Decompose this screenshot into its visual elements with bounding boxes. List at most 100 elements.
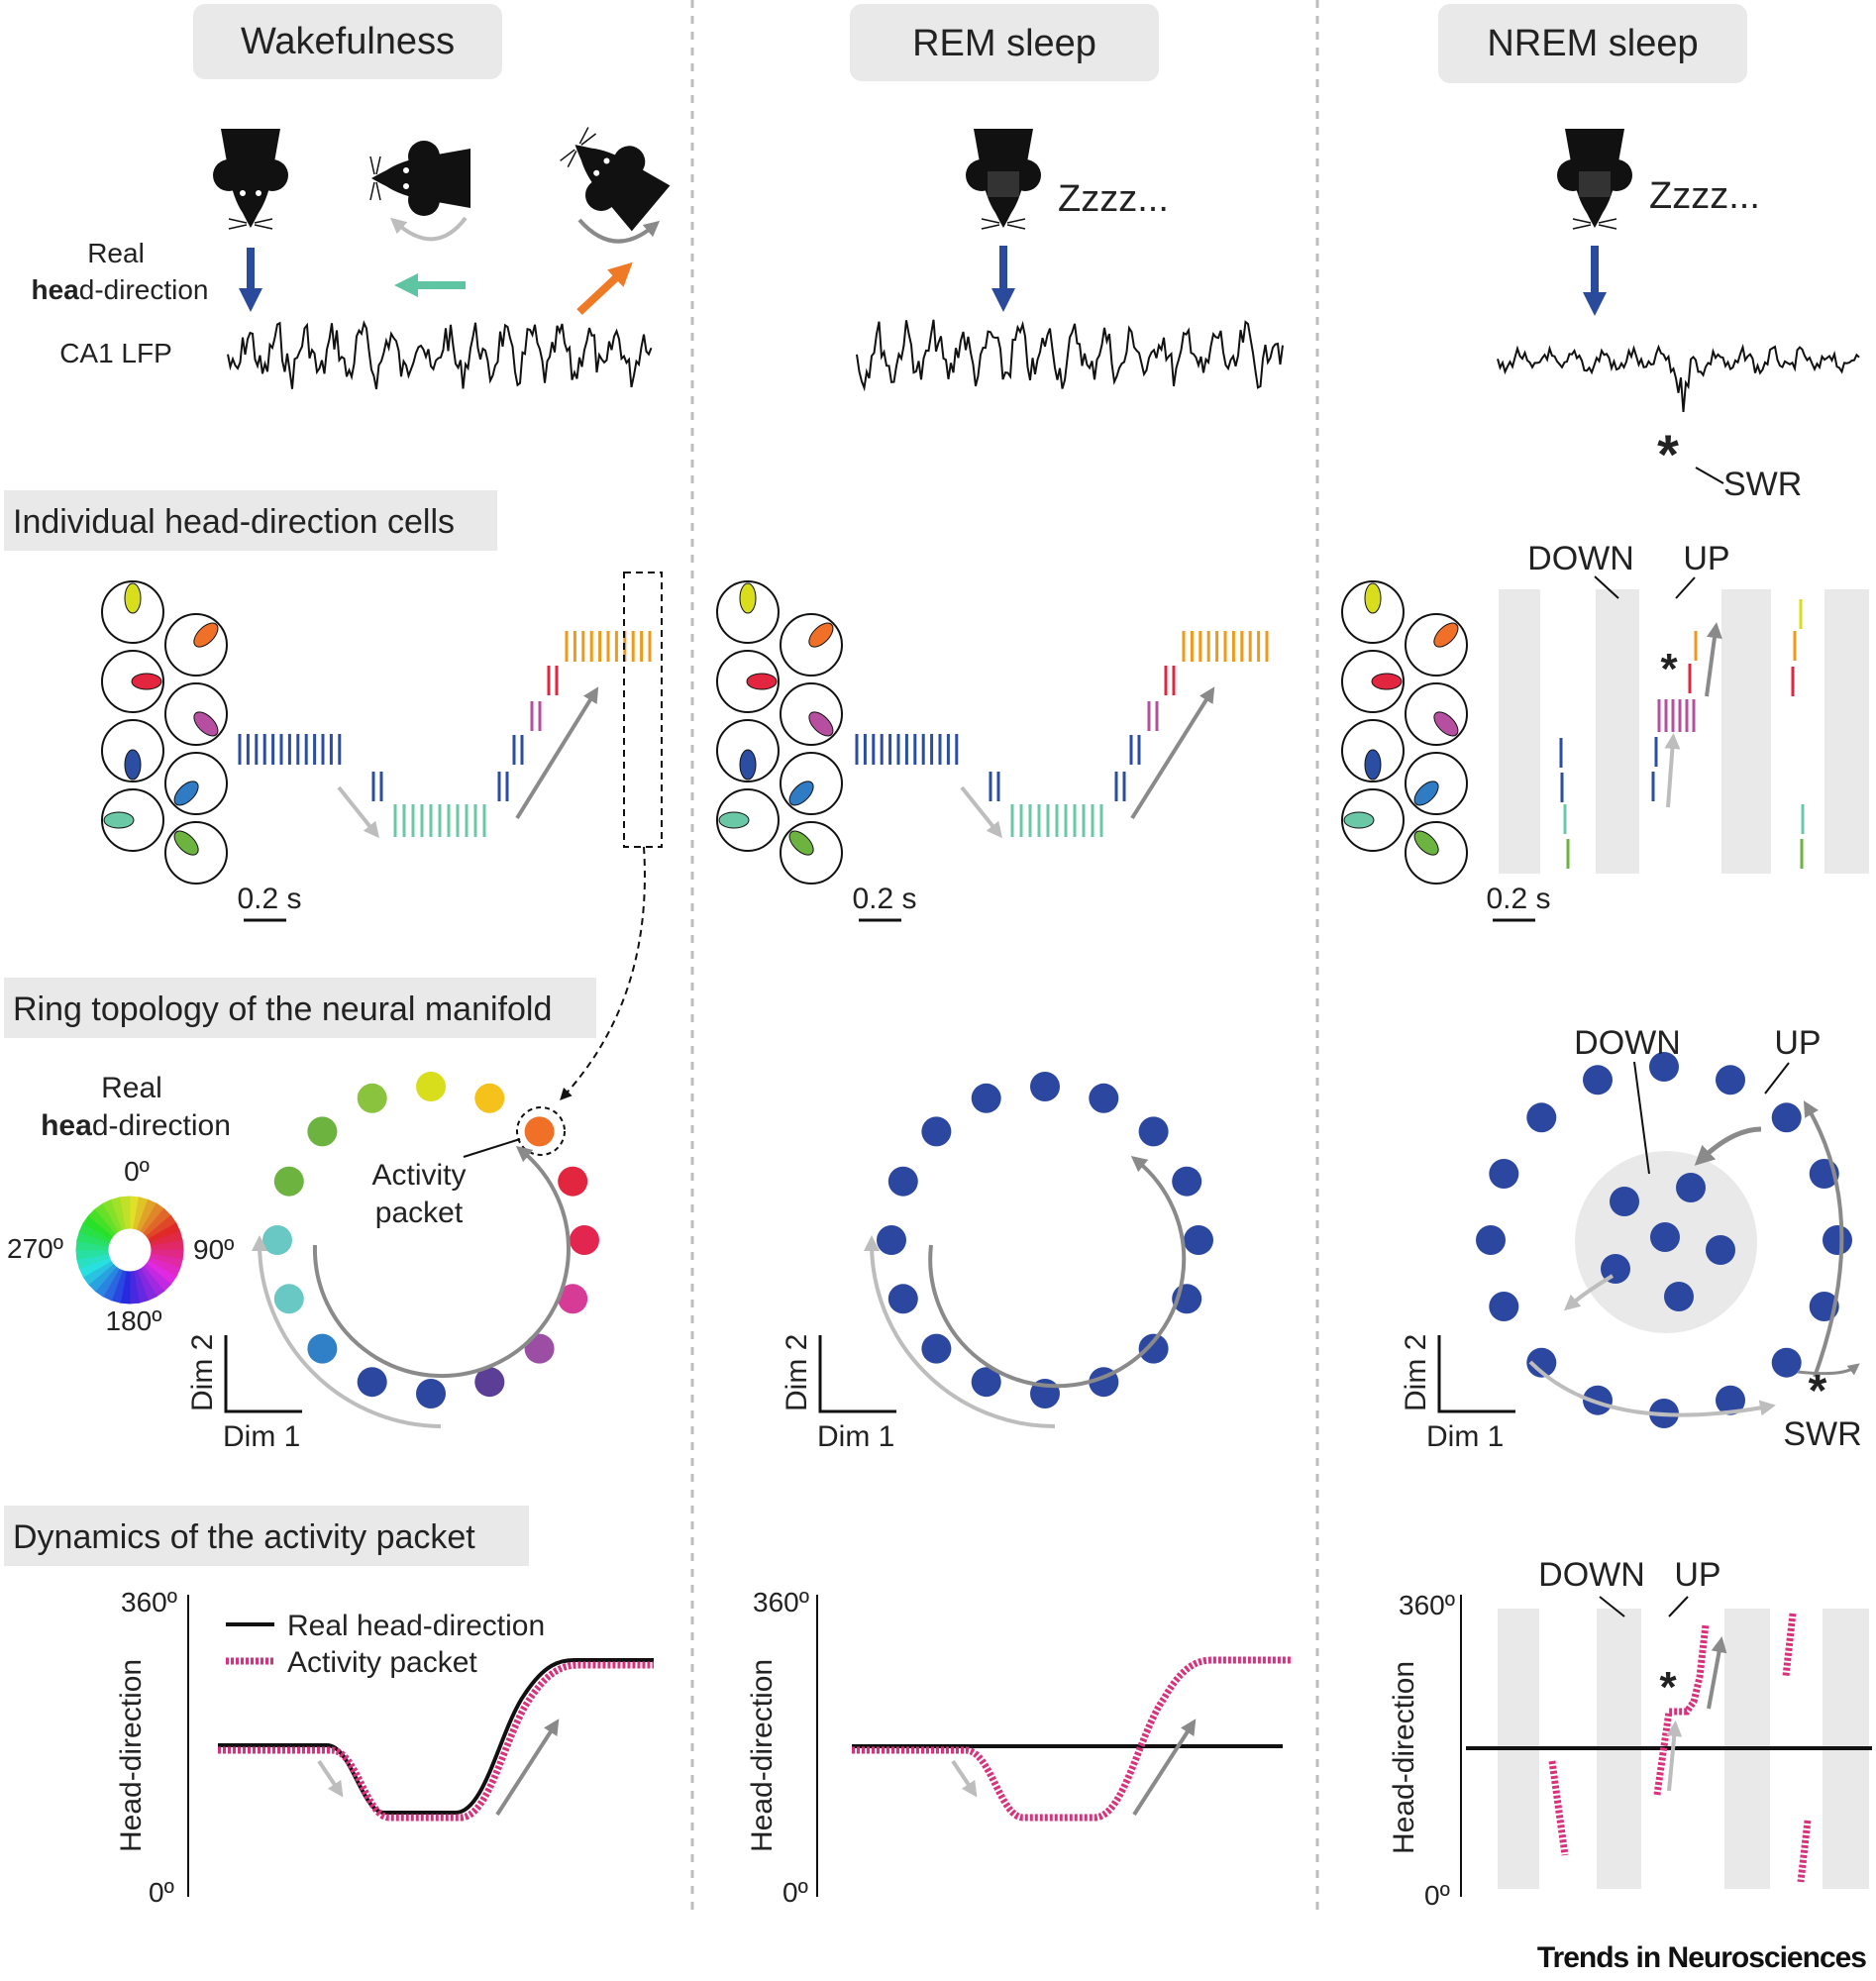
manifold-point <box>1676 1173 1706 1202</box>
lfp-trace-rem <box>856 319 1284 392</box>
dyn-ymin-rem: 0º <box>782 1877 808 1908</box>
manifold-point <box>1716 1385 1745 1415</box>
hd-cell-tuning <box>1364 582 1382 614</box>
header-wakefulness-text: Wakefulness <box>241 21 455 62</box>
legend-packet: Activity packet <box>287 1646 477 1679</box>
wheel-90: 90º <box>193 1234 234 1265</box>
raster-rem <box>855 631 1269 837</box>
scalebar-nrem: 0.2 s <box>1486 883 1551 922</box>
section-ring-text: Ring topology of the neural manifold <box>13 990 552 1028</box>
manifold-point <box>1184 1225 1213 1255</box>
header-rem: REM sleep <box>850 4 1159 81</box>
manifold-point <box>1650 1222 1680 1252</box>
dyn-arrow-rem-down <box>951 1759 978 1798</box>
ring-arrow-nrem-right <box>1803 1100 1844 1378</box>
zzz-rem: Zzzz... <box>1058 178 1169 220</box>
dyn-packet-rem <box>852 1656 1293 1822</box>
dim2-wake: Dim 2 <box>186 1334 219 1411</box>
scalebar-wake-text: 0.2 s <box>237 883 301 915</box>
hd-cell-tuning <box>1371 673 1403 690</box>
manifold-point <box>1583 1385 1613 1415</box>
manifold-point <box>1649 1052 1679 1082</box>
manifold-point <box>1489 1159 1519 1189</box>
dyn-swr-star: * <box>1659 1663 1677 1712</box>
color-wheel-segment <box>120 1196 131 1229</box>
ring-swr-star: * <box>1809 1365 1827 1417</box>
hd-cell-tuning <box>1413 830 1439 856</box>
hd-cell-tuning <box>173 830 199 856</box>
ring-real-label: Real <box>101 1072 162 1104</box>
manifold-point <box>1138 1116 1169 1147</box>
manifold-point <box>524 1116 555 1147</box>
hd-cell-tuning <box>808 711 834 737</box>
real-label: Real <box>87 238 145 268</box>
hd-cell-tuning <box>718 811 750 829</box>
hd-cell-tuning <box>1413 781 1439 806</box>
scalebar-nrem-text: 0.2 s <box>1486 883 1550 915</box>
hd-cell-tuning <box>1433 711 1459 737</box>
dim1-nrem: Dim 1 <box>1426 1420 1504 1453</box>
manifold-point <box>1526 1102 1557 1133</box>
zzz-nrem: Zzzz... <box>1649 175 1760 217</box>
hd-cell-tuning <box>1433 622 1459 648</box>
dyn-ylabel-nrem: Head-direction <box>1388 1661 1420 1854</box>
scalebar-wake: 0.2 s <box>237 883 302 922</box>
raster-nrem <box>1559 599 1805 869</box>
raster-arrow-rem-up <box>1130 686 1215 820</box>
ring-arrow-nrem-in <box>1694 1126 1762 1166</box>
nrem-raster-down-states <box>1499 589 1869 874</box>
manifold-point <box>416 1072 446 1101</box>
axes-nrem: Dim 1 Dim 2 <box>1400 1334 1515 1453</box>
manifold-point <box>887 1284 918 1314</box>
axes-rem: Dim 1 Dim 2 <box>781 1334 896 1453</box>
manifold-point <box>1823 1225 1852 1255</box>
manifold-point <box>1526 1347 1557 1378</box>
swr-pointer-top <box>1695 467 1724 484</box>
raster-wake <box>238 631 652 837</box>
raster-arrow-nrem-a <box>1664 733 1681 808</box>
dyn-down-pointer <box>1599 1596 1625 1617</box>
mouse-nrem <box>1556 128 1633 230</box>
dyn-legend: Real head-direction Activity packet <box>226 1610 545 1679</box>
manifold-point <box>1138 1333 1169 1364</box>
raster-up-pointer <box>1675 576 1696 599</box>
ring-arrow-wake-inner <box>312 1145 571 1379</box>
dyn-ymax-wake: 360º <box>121 1587 177 1617</box>
ring-swr-loop <box>1797 1363 1860 1376</box>
manifold-point <box>273 1284 304 1314</box>
dim1-rem: Dim 1 <box>817 1420 894 1453</box>
hd-cell-tuning <box>193 622 219 648</box>
dyn-ylabel-rem: Head-direction <box>746 1659 779 1852</box>
raster-down-label: DOWN <box>1527 540 1634 577</box>
selection-box <box>623 572 663 848</box>
header-wakefulness: Wakefulness <box>193 4 502 79</box>
manifold-point <box>416 1379 446 1408</box>
dyn-arrow-wake-up <box>495 1719 560 1817</box>
mouse-rem <box>965 128 1042 230</box>
hd-cell-tuning <box>788 781 814 806</box>
hd-cell-tuning <box>739 749 757 781</box>
hd-cell-tuning <box>131 673 162 690</box>
manifold-point <box>971 1083 1001 1113</box>
ring-nrem <box>1476 1052 1852 1428</box>
ring-swr-label: SWR <box>1783 1415 1861 1453</box>
ring-up-label: UP <box>1774 1024 1821 1062</box>
activity-packet-label-2: packet <box>375 1197 464 1229</box>
ring-down-pointer <box>1633 1061 1650 1175</box>
manifold-point <box>887 1166 918 1197</box>
dyn-packet-nrem-d <box>1797 1820 1812 1883</box>
hd-cell-tuning <box>173 781 199 806</box>
dyn-down-label: DOWN <box>1538 1556 1645 1594</box>
section-dynamics-text: Dynamics of the activity packet <box>13 1518 475 1556</box>
raster-arrow-nrem-b <box>1705 622 1722 697</box>
hd-cell-tuning <box>124 582 142 614</box>
manifold-point <box>921 1333 952 1364</box>
raster-arrow-rem-down <box>960 785 1002 839</box>
ring-arrow-nrem-out <box>1563 1274 1615 1311</box>
legend-real: Real head-direction <box>287 1610 545 1642</box>
section-cells-text: Individual head-direction cells <box>13 503 455 541</box>
ring-arrow-rem-outer <box>864 1235 1056 1428</box>
hd-arrow-orange <box>576 261 633 315</box>
manifold-point <box>1771 1102 1802 1133</box>
manifold-point <box>357 1083 387 1113</box>
